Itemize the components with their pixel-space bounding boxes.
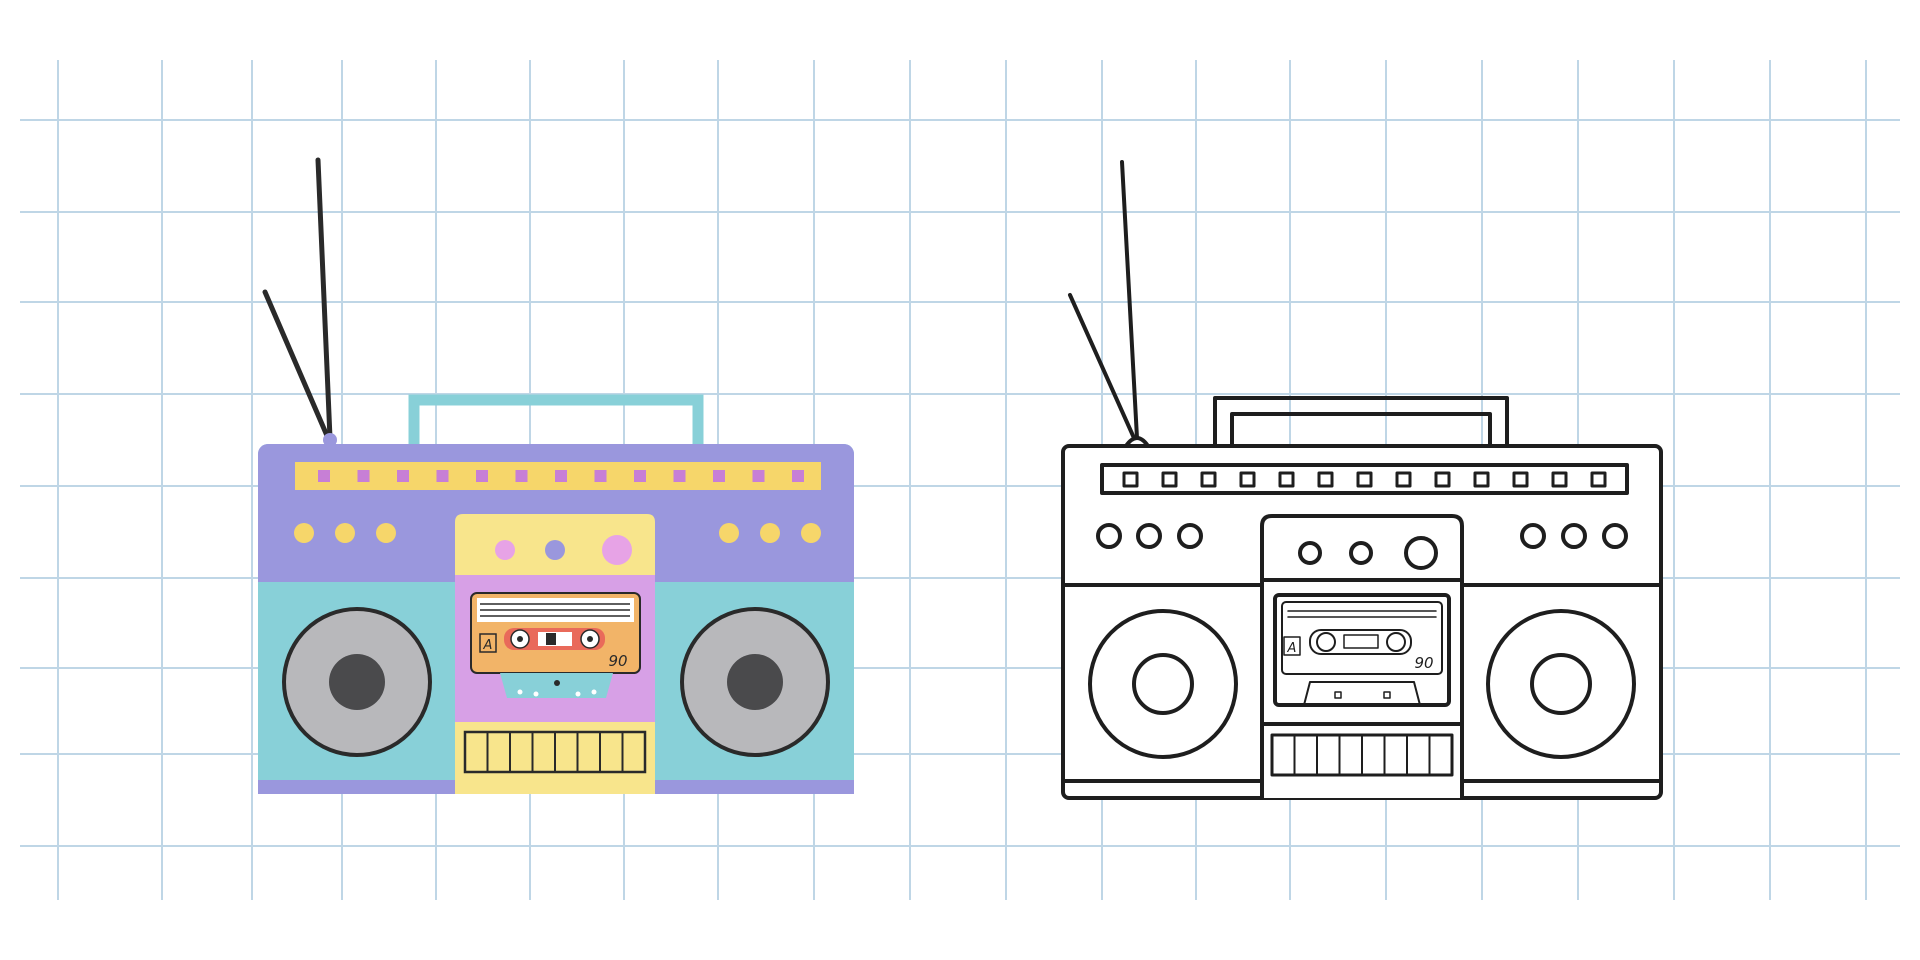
- tuner-square: [713, 470, 725, 482]
- antenna-long: [315, 157, 333, 441]
- outline-tuner-square: [1200, 471, 1217, 488]
- speaker-right: [680, 607, 830, 757]
- outline-deck: [1260, 514, 1464, 800]
- outline-handle-inner: [1230, 412, 1492, 450]
- outline-speaker-left: [1088, 609, 1238, 759]
- tuner-square: [752, 470, 765, 482]
- cassette-tape: A 90: [470, 592, 641, 698]
- outline-tuner-square: [1473, 471, 1490, 488]
- outline-boombox: A 90: [1061, 160, 1663, 800]
- outline-cassette-length-label: 90: [1414, 654, 1433, 672]
- cassette-side-label: A: [483, 638, 493, 653]
- tuner-squares: [318, 470, 804, 482]
- handle: [408, 394, 704, 446]
- outline-tuner-square: [1434, 471, 1451, 488]
- outline-tuner-square: [1395, 471, 1412, 488]
- side-button: [376, 523, 396, 543]
- antenna-base: [323, 433, 337, 447]
- tuner-square: [673, 470, 686, 482]
- side-button: [760, 523, 780, 543]
- outline-tuner-square: [1161, 471, 1178, 488]
- tuner-square: [357, 470, 370, 482]
- tuner-square: [436, 470, 449, 482]
- outline-tuner-stripe: [1100, 463, 1629, 495]
- outline-tuner-squares: [1122, 471, 1607, 488]
- tuner-square: [476, 470, 488, 482]
- side-buttons: [294, 523, 821, 543]
- side-button: [294, 523, 314, 543]
- outline-side-button: [1561, 523, 1587, 549]
- outline-tuner-square: [1239, 471, 1256, 488]
- outline-deck-knob-2: [1349, 541, 1373, 565]
- outline-tuner-square: [1122, 471, 1139, 488]
- tuner-square: [594, 470, 607, 482]
- outline-tuner-square: [1278, 471, 1295, 488]
- cassette-length-label: 90: [608, 652, 627, 670]
- tuner-square: [555, 470, 567, 482]
- outline-handle-outer: [1213, 396, 1509, 450]
- tuner-square: [318, 470, 330, 482]
- outline-tuner-square: [1590, 471, 1607, 488]
- outline-tuner-square: [1551, 471, 1568, 488]
- outline-antenna-long: [1120, 160, 1139, 440]
- antenna-short: [262, 289, 331, 441]
- outline-antenna-short: [1068, 293, 1136, 440]
- deck-knob-2: [545, 540, 565, 560]
- tuner-square: [515, 470, 528, 482]
- outline-side-button: [1177, 523, 1203, 549]
- outline-tuner-square: [1317, 471, 1334, 488]
- side-button: [335, 523, 355, 543]
- tuner-square: [792, 470, 804, 482]
- outline-side-buttons: [1096, 523, 1628, 549]
- side-button: [719, 523, 739, 543]
- outline-deck-knob-1: [1298, 541, 1322, 565]
- outline-side-button: [1520, 523, 1546, 549]
- colored-boombox: A 90: [258, 157, 854, 794]
- outline-tuner-square: [1356, 471, 1373, 488]
- deck-knob-3: [602, 535, 632, 565]
- outline-tuner-square: [1512, 471, 1529, 488]
- tuner-square: [634, 470, 646, 482]
- tuner-square: [397, 470, 409, 482]
- outline-cassette-tape: A 90: [1273, 593, 1451, 707]
- side-button: [801, 523, 821, 543]
- outline-antenna-base: [1124, 436, 1150, 448]
- outline-side-button: [1096, 523, 1122, 549]
- outline-side-button: [1602, 523, 1628, 549]
- outline-deck-knob-3: [1404, 536, 1438, 570]
- deck-keys: [486, 732, 624, 772]
- outline-speaker-right: [1486, 609, 1636, 759]
- outline-side-button: [1136, 523, 1162, 549]
- speaker-left: [282, 607, 432, 757]
- deck-knob-1: [495, 540, 515, 560]
- outline-cassette-side-label: A: [1287, 641, 1297, 656]
- outline-deck-keys: [1293, 734, 1431, 776]
